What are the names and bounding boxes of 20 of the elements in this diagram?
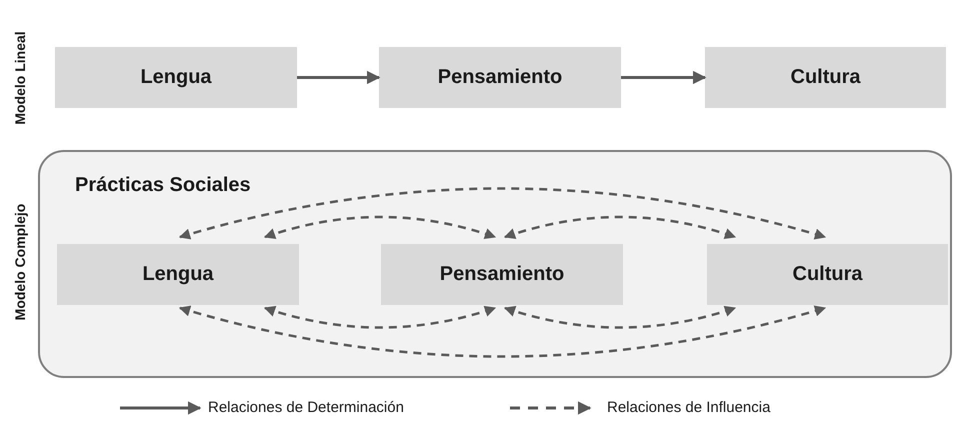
dashed-arrow: [178, 187, 826, 240]
legend-label: Relaciones de Determinación: [208, 399, 404, 416]
concept-box: Pensamiento: [379, 47, 621, 108]
concept-box: Cultura: [707, 244, 948, 305]
arrow: [621, 70, 706, 84]
concept-box: Lengua: [55, 47, 297, 108]
row-label: Modelo Lineal: [12, 31, 28, 125]
concept-box: Lengua: [57, 244, 299, 305]
concept-box: Pensamiento: [381, 244, 623, 305]
dashed-arrow: [178, 305, 826, 358]
dashed-arrow: [504, 216, 736, 240]
legend-label: Relaciones de Influencia: [607, 399, 770, 416]
row-label: Modelo Complejo: [12, 204, 28, 320]
concept-box: Cultura: [705, 47, 946, 108]
arrow: [297, 70, 380, 84]
dashed-arrow: [504, 306, 736, 329]
group-panel: [38, 150, 952, 378]
group-title: Prácticas Sociales: [75, 174, 251, 197]
dashed-arrow: [264, 216, 496, 240]
dashed-arrow: [264, 306, 496, 329]
